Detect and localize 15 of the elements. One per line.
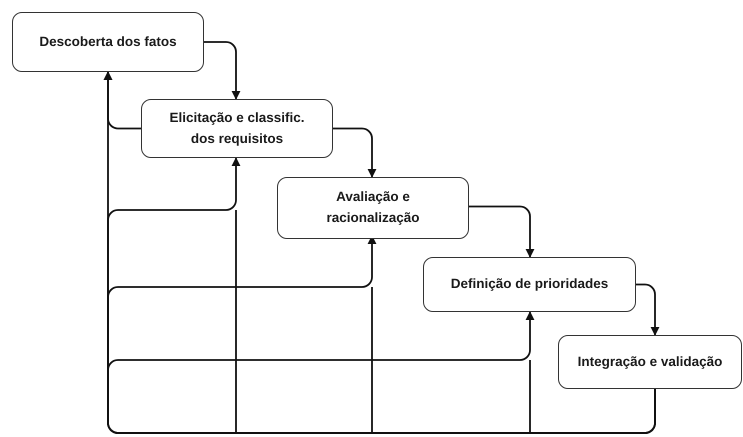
step-label: Avaliação e racionalização (325, 188, 421, 227)
step-label: Definição de prioridades (450, 275, 608, 294)
arrow (107, 311, 656, 434)
arrow (204, 41, 240, 100)
process-box (423, 257, 636, 312)
process-box (141, 99, 333, 158)
arrow (636, 284, 660, 336)
step-label: Integração e validação (578, 352, 722, 371)
step-label: Descoberta dos fatos (39, 32, 177, 51)
process-box (558, 335, 742, 389)
process-box (12, 12, 204, 72)
process-box (277, 177, 469, 239)
arrow (469, 206, 534, 258)
arrow (333, 128, 376, 178)
step-label: Elicitação e classific. dos requisitos (168, 108, 306, 148)
